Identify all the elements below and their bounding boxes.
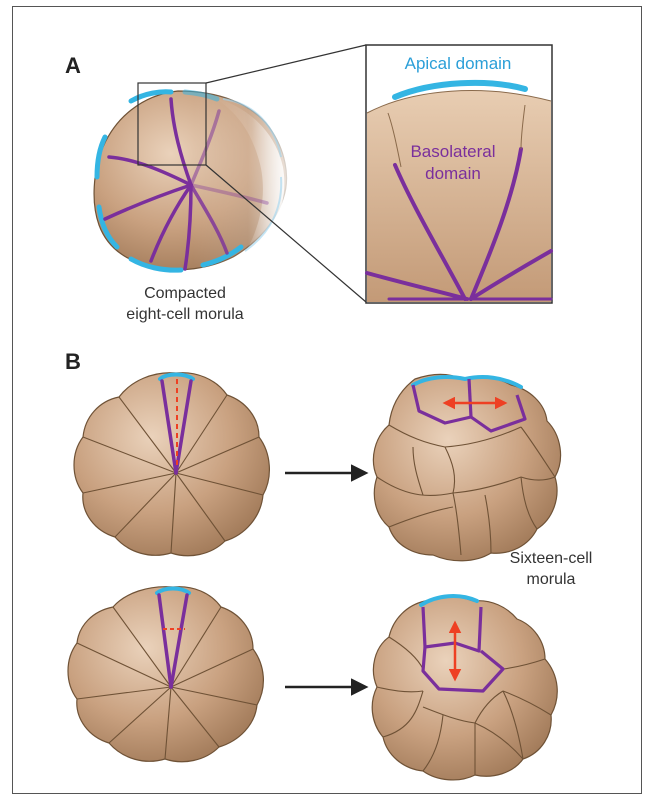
zoom-line-top xyxy=(206,45,366,83)
eight-cell-morula xyxy=(94,87,293,277)
eight-cell-embryo-row2 xyxy=(68,587,263,762)
panel-b-caption-line2: morula xyxy=(527,571,576,588)
sixteen-cell-embryo-row1 xyxy=(373,375,560,561)
basolateral-label-line2: domain xyxy=(425,164,481,183)
panel-a-caption-line2: eight-cell morula xyxy=(126,306,243,323)
panel-a-caption-line1: Compacted xyxy=(144,285,226,302)
figure-panel: A xyxy=(12,6,642,794)
eight-cell-embryo-row1 xyxy=(74,373,269,556)
basolateral-label-line1: Basolateral xyxy=(410,142,495,161)
embryo-body xyxy=(68,587,263,762)
morula-diagram: A xyxy=(13,7,640,792)
embryo-body xyxy=(74,373,269,556)
panel-a-letter: A xyxy=(65,53,81,78)
panel-b-caption-line1: Sixteen-cell xyxy=(510,550,593,567)
sixteen-cell-embryo-row2 xyxy=(372,596,557,780)
apical-domain-label: Apical domain xyxy=(405,54,512,73)
panel-b-letter: B xyxy=(65,349,81,374)
embryo-body xyxy=(372,597,557,780)
